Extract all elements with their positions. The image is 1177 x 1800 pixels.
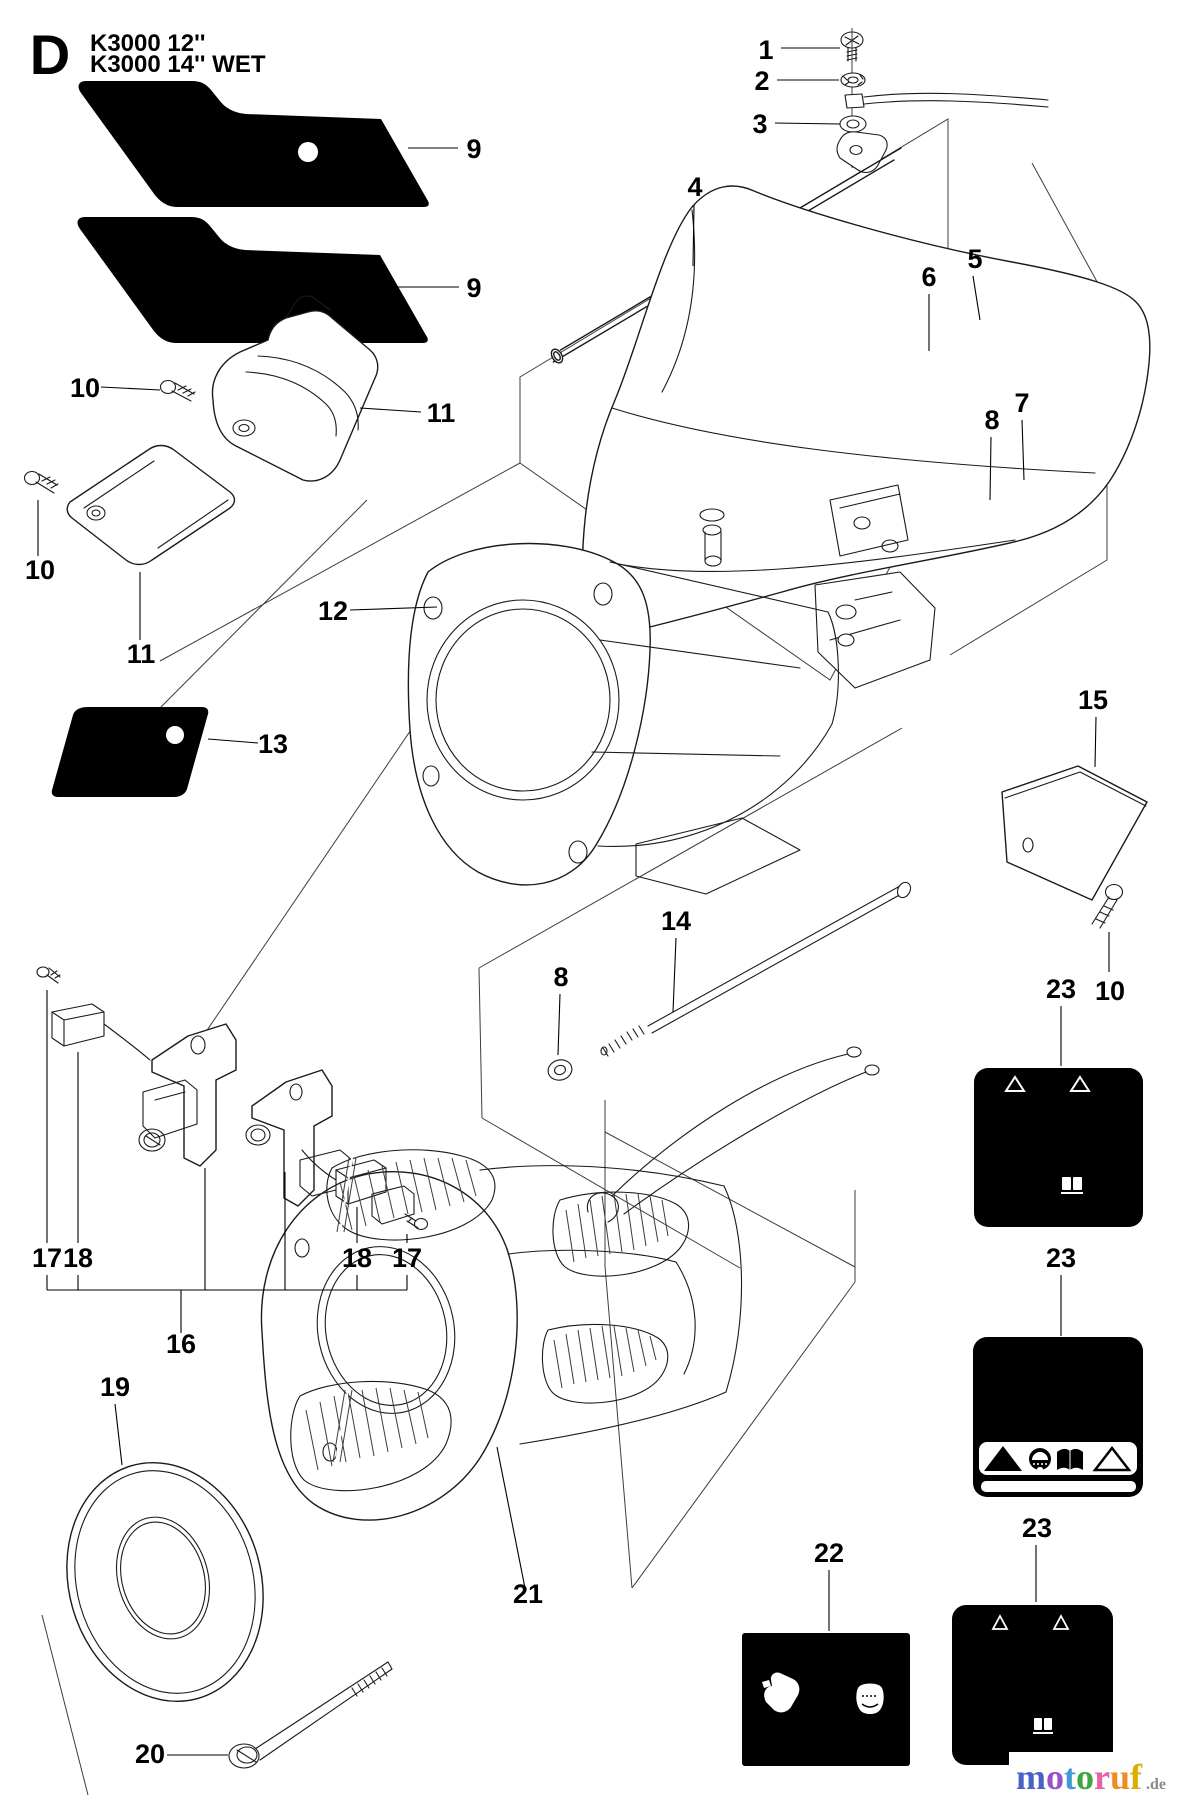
coil-winding-hatch xyxy=(339,1157,477,1231)
screw-10-left-bottom xyxy=(23,470,59,494)
callout-23b: 23 xyxy=(1046,1243,1076,1273)
field-coil-leads xyxy=(611,1053,867,1215)
housing-foot-bracket xyxy=(814,571,936,689)
manual-book-icon xyxy=(1033,1718,1053,1734)
callout-22: 22 xyxy=(814,1538,844,1568)
callout-13: 13 xyxy=(258,729,288,759)
decal-hole xyxy=(166,726,184,744)
decal-9-top xyxy=(78,81,429,207)
screw-17-left xyxy=(36,966,61,984)
callout-18b: 18 xyxy=(342,1243,372,1273)
manual-book-icon xyxy=(1057,1448,1083,1470)
screw-17-right xyxy=(404,1213,429,1231)
callout-4: 4 xyxy=(687,172,702,202)
hearing-protection-icon xyxy=(1029,1448,1051,1471)
label-22 xyxy=(742,1633,910,1766)
diaphragm-19 xyxy=(66,1462,264,1702)
callouts: 1 2 3 4 5 6 7 8 8 9 9 10 10 10 11 11 12 … xyxy=(25,35,1125,1769)
callout-8b: 8 xyxy=(553,962,568,992)
coil-winding-hatch xyxy=(565,1193,669,1263)
screw-10-right xyxy=(1091,883,1124,929)
callout-12: 12 xyxy=(318,596,348,626)
bolt-20 xyxy=(228,1661,393,1769)
cable-cover-11-top xyxy=(211,295,379,482)
field-coil-21 xyxy=(260,1046,880,1521)
callout-14: 14 xyxy=(661,906,691,936)
callout-17b: 17 xyxy=(392,1243,422,1273)
brush-holder-left xyxy=(138,1023,237,1167)
callout-21: 21 xyxy=(513,1579,543,1609)
callout-11b: 11 xyxy=(127,639,156,669)
callout-8a: 8 xyxy=(984,405,999,435)
screw-10-left-top xyxy=(159,379,196,402)
leader-lines xyxy=(37,47,1110,1756)
callout-9b: 9 xyxy=(466,273,481,303)
callout-19: 19 xyxy=(100,1372,130,1402)
motoruf-logo[interactable]: motoruf .de xyxy=(1009,1752,1177,1800)
callout-20: 20 xyxy=(135,1739,165,1769)
model-title-line1: K3000 12'' xyxy=(90,30,206,57)
callout-10c: 10 xyxy=(1095,976,1125,1006)
decal-9-bottom xyxy=(77,217,428,343)
carbon-brush-18-left xyxy=(51,1003,151,1061)
callout-18a: 18 xyxy=(63,1243,93,1273)
section-letter: D xyxy=(30,23,70,86)
decal-hole xyxy=(298,142,318,162)
brush-holder-right xyxy=(245,1069,353,1207)
coil-winding-hatch xyxy=(305,1387,429,1471)
callout-17a: 17 xyxy=(32,1243,62,1273)
stud-bolt-14 xyxy=(600,881,912,1057)
model-title-line2: K3000 14'' WET xyxy=(90,51,266,78)
warning-triangle-outline-icon xyxy=(1092,1445,1132,1472)
group-16-bracket xyxy=(46,990,408,1333)
lead-terminal xyxy=(864,1064,880,1076)
washer-3 xyxy=(839,115,867,133)
callout-10a: 10 xyxy=(70,373,100,403)
manual-book-icon xyxy=(1061,1177,1083,1194)
callout-6: 6 xyxy=(921,262,936,292)
warning-triangle-icon xyxy=(1004,1075,1026,1092)
coil-winding-hatch xyxy=(553,1325,657,1389)
warning-triangle-icon xyxy=(991,1614,1009,1630)
callout-10b: 10 xyxy=(25,555,55,585)
callout-3: 3 xyxy=(752,109,767,139)
lock-washer-2 xyxy=(840,72,866,88)
callout-15: 15 xyxy=(1078,685,1108,715)
lead-terminal xyxy=(846,1046,862,1058)
callout-23a: 23 xyxy=(1046,974,1076,1004)
valve-fitting xyxy=(699,508,725,567)
carbon-brush-18-right xyxy=(301,1149,415,1225)
label-23-bottom xyxy=(952,1605,1113,1765)
callout-23c: 23 xyxy=(1022,1513,1052,1543)
callout-7: 7 xyxy=(1014,388,1029,418)
handle-bracket xyxy=(836,131,888,174)
protective-gloves-icon xyxy=(762,1672,800,1713)
power-cord-terminal xyxy=(844,92,1049,109)
callout-11a: 11 xyxy=(427,398,456,428)
callout-5: 5 xyxy=(967,244,982,274)
warning-triangle-icon xyxy=(1052,1614,1070,1630)
warning-triangle-filled-icon xyxy=(984,1446,1022,1471)
washer-8-mid xyxy=(547,1059,573,1081)
motoruf-logo-text[interactable]: motoruf xyxy=(1016,1757,1143,1797)
callout-2: 2 xyxy=(754,66,769,96)
label-23-middle xyxy=(973,1337,1143,1497)
decal-13 xyxy=(51,707,209,797)
warning-triangle-icon xyxy=(1069,1075,1091,1092)
motoruf-logo-tld[interactable]: .de xyxy=(1146,1776,1166,1793)
callout-16: 16 xyxy=(166,1329,196,1359)
breathing-mask-icon xyxy=(856,1683,884,1714)
motor-housing-12 xyxy=(407,542,839,895)
callout-1: 1 xyxy=(758,35,773,65)
callout-9a: 9 xyxy=(466,134,481,164)
inspection-plate-15 xyxy=(1001,765,1148,901)
cable-cover-11-bottom xyxy=(66,444,236,566)
motor-top-cover xyxy=(581,185,1151,643)
construction-lines xyxy=(41,118,1108,1796)
label-23-top xyxy=(974,1068,1143,1227)
